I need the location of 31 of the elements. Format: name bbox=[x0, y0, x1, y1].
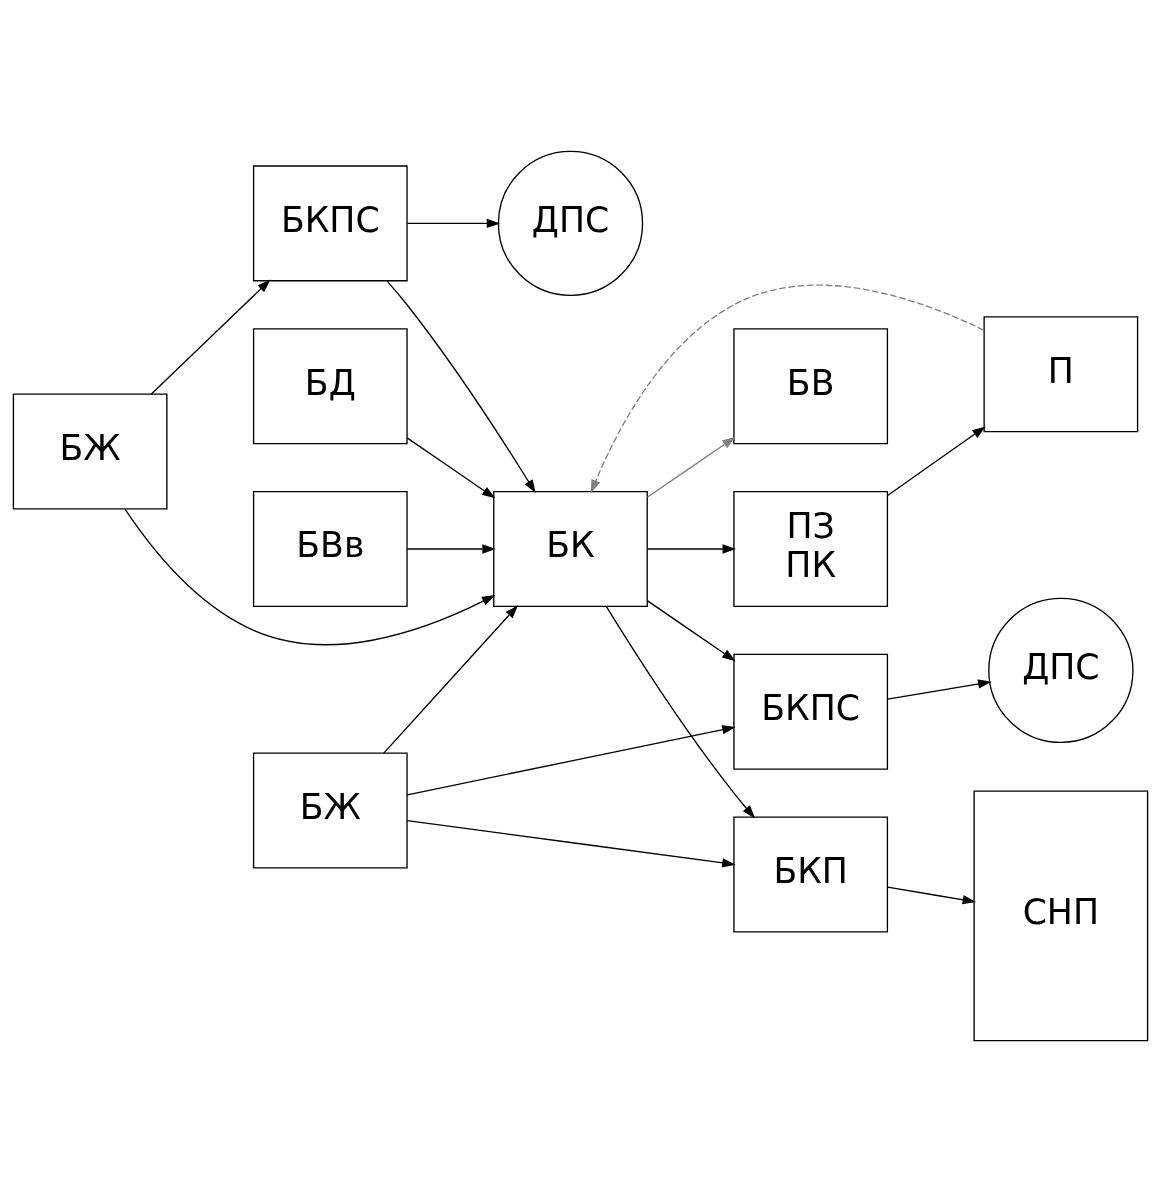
node-circle: ДПС bbox=[497, 150, 644, 297]
arrow bbox=[590, 284, 985, 494]
arrow bbox=[406, 437, 496, 499]
node-circle: ДПС bbox=[988, 597, 1134, 744]
node-box: БКП bbox=[733, 816, 889, 933]
arrow bbox=[383, 605, 519, 754]
node-box: БКПС bbox=[252, 165, 408, 282]
node-box: БКПС bbox=[733, 653, 889, 770]
node-box: БЖ bbox=[12, 393, 168, 510]
node-box: БВ bbox=[733, 328, 889, 445]
arrow bbox=[386, 280, 536, 494]
node-box: БД bbox=[252, 328, 408, 445]
node-box: БВв bbox=[252, 490, 408, 607]
arrow bbox=[406, 725, 736, 796]
node-box: БЖ bbox=[252, 752, 408, 869]
arrow bbox=[406, 218, 501, 229]
arrow bbox=[406, 544, 496, 554]
arrow bbox=[886, 426, 986, 497]
arrow bbox=[886, 886, 976, 905]
arrow bbox=[124, 508, 496, 646]
arrow bbox=[646, 600, 736, 662]
node-box: ПЗ ПК bbox=[733, 490, 889, 607]
arrow bbox=[150, 279, 271, 395]
arrow bbox=[406, 820, 736, 868]
arrow bbox=[646, 436, 736, 498]
node-box: П bbox=[983, 316, 1139, 433]
arrow bbox=[605, 605, 756, 819]
node-box: СНП bbox=[973, 790, 1149, 1042]
arrow bbox=[886, 679, 992, 700]
node-box: БК bbox=[493, 490, 648, 607]
arrow bbox=[646, 544, 736, 554]
